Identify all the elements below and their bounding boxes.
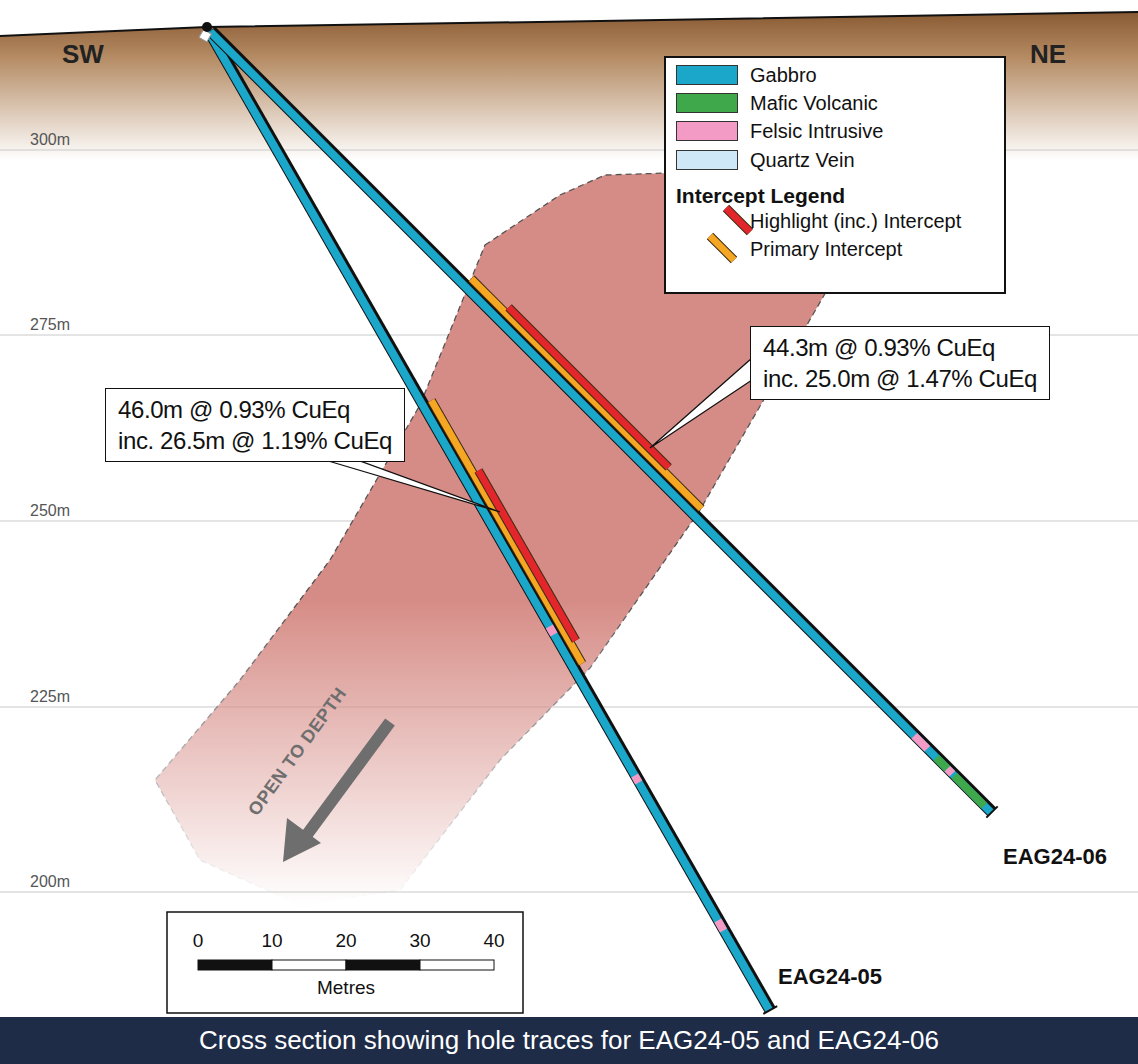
direction-label: NE	[1030, 40, 1066, 69]
legend-swatch	[676, 121, 738, 141]
legend-intercept-outline	[726, 208, 750, 232]
lithology-interval	[549, 626, 554, 634]
elevation-label: 225m	[30, 688, 70, 706]
legend-swatch	[676, 93, 738, 113]
hole-label: EAG24-06	[1003, 845, 1107, 869]
sky	[0, 0, 1138, 36]
scale-segment	[198, 960, 272, 970]
elevation-label: 275m	[30, 316, 70, 334]
hole-end-tick	[763, 1006, 777, 1014]
scale-number: 40	[483, 931, 504, 952]
lithology-interval	[635, 775, 639, 782]
scale-number: 20	[335, 931, 356, 952]
caption: Cross section showing hole traces for EA…	[0, 1024, 1138, 1056]
lithology-interval	[954, 776, 984, 806]
scale-unit: Metres	[317, 978, 375, 999]
scale-number: 30	[409, 931, 430, 952]
scale-box	[167, 912, 523, 1013]
legend-intercept-outline	[710, 236, 734, 260]
scale-segment	[346, 960, 420, 970]
direction-label: SW	[62, 40, 104, 69]
hole-end-tick	[986, 806, 997, 817]
lithology-interval	[947, 769, 952, 774]
lithology-interval	[914, 736, 927, 749]
callout-text: inc. 25.0m @ 1.47% CuEq	[763, 363, 1037, 394]
elevation-label: 200m	[30, 873, 70, 891]
callout-pointer	[325, 460, 500, 512]
legend-intercept-sample	[710, 236, 734, 260]
intercept-bar	[431, 401, 582, 664]
legend-box	[665, 57, 1005, 293]
intercept-bar	[509, 307, 669, 467]
elevation-line	[0, 706, 1138, 707]
legend-text: Quartz Vein	[750, 149, 855, 171]
legend-text: Primary Intercept	[750, 238, 902, 260]
intercept-callout: 44.3m @ 0.93% CuEqinc. 25.0m @ 1.47% CuE…	[750, 326, 1050, 400]
intercept-outline	[478, 471, 575, 641]
depth-arrow-head	[283, 818, 321, 862]
legend-swatch	[676, 65, 738, 85]
scale-number: 10	[261, 931, 282, 952]
lithology-interval	[718, 920, 724, 930]
surface-line	[0, 12, 1138, 36]
intercept-bar	[478, 471, 575, 641]
callout-text: inc. 26.5m @ 1.19% CuEq	[118, 425, 392, 456]
scale-segment	[272, 960, 346, 970]
intercept-bar	[471, 279, 701, 509]
elevation-line	[0, 891, 1138, 892]
scale-segment	[420, 960, 494, 970]
scale-number: 0	[193, 931, 204, 952]
legend-text: Highlight (inc.) Intercept	[750, 210, 961, 232]
hole-label: EAG24-05	[778, 965, 882, 989]
elevation-label: 300m	[30, 131, 70, 149]
intercept-outline	[431, 401, 582, 664]
elevation-label: 250m	[30, 502, 70, 520]
legend-text: Felsic Intrusive	[750, 120, 883, 142]
callout-text: 44.3m @ 0.93% CuEq	[763, 332, 1037, 363]
legend-swatch	[676, 150, 738, 170]
caption-bar	[0, 1017, 1138, 1064]
callout-pointer	[650, 358, 752, 448]
intercept-callout: 46.0m @ 0.93% CuEqinc. 26.5m @ 1.19% CuE…	[105, 388, 405, 462]
intercept-outline	[471, 279, 701, 509]
intercept-outline	[509, 307, 669, 467]
legend-text: Gabbro	[750, 64, 817, 86]
lithology-interval	[936, 758, 947, 769]
legend-intercept-sample	[726, 208, 750, 232]
legend-heading: Intercept Legend	[676, 184, 845, 207]
legend-text: Mafic Volcanic	[750, 92, 878, 114]
callout-text: 46.0m @ 0.93% CuEq	[118, 394, 392, 425]
collar	[202, 22, 212, 32]
